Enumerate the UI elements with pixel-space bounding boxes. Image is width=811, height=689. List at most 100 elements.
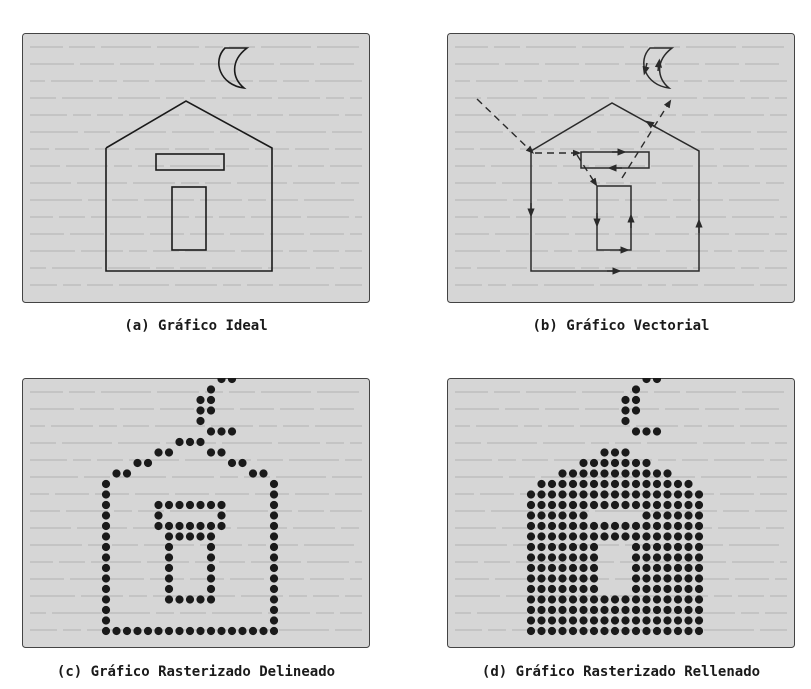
- raster-pixel: [526, 553, 536, 562]
- raster-pixel: [694, 626, 704, 636]
- raster-pixel: [558, 479, 567, 489]
- raster-pixel: [642, 616, 651, 625]
- raster-pixel: [269, 574, 279, 583]
- raster-pixel: [673, 584, 683, 594]
- moon-pixel: [652, 378, 662, 384]
- raster-pixel: [579, 500, 588, 510]
- raster-pixel: [269, 605, 279, 615]
- raster-pixel: [558, 521, 567, 531]
- raster-pixel: [652, 605, 662, 615]
- raster-pixel: [547, 532, 557, 541]
- raster-pixel: [579, 563, 588, 573]
- raster-pixel: [600, 521, 609, 531]
- moon-vector-path: [643, 47, 675, 90]
- raster-pixel: [164, 584, 174, 594]
- raster-pixel: [568, 605, 578, 615]
- raster-pixel: [642, 542, 651, 552]
- raster-pixel: [269, 532, 279, 541]
- raster-pixel: [269, 479, 279, 489]
- raster-pixel: [673, 500, 683, 510]
- raster-pixel: [652, 490, 662, 499]
- raster-pixel: [526, 626, 536, 636]
- raster-pixel: [547, 511, 557, 520]
- raster-pixel: [621, 521, 630, 531]
- raster-pixel: [206, 584, 216, 594]
- raster-pixel: [206, 563, 216, 573]
- raster-pixel: [206, 553, 216, 562]
- crescent-moon-icon: [218, 47, 250, 90]
- raster-pixel: [663, 584, 672, 594]
- raster-pixel: [101, 605, 111, 615]
- raster-pixel: [217, 521, 226, 531]
- raster-pixel: [642, 626, 651, 636]
- raster-pixel: [642, 553, 651, 562]
- raster-pixel: [579, 490, 588, 499]
- raster-pixel: [663, 595, 672, 604]
- raster-pixel: [652, 500, 662, 510]
- raster-pixel: [164, 500, 174, 510]
- panel-background: [22, 33, 370, 303]
- raster-pixel: [568, 584, 578, 594]
- caption-vector: (b) Gráfico Vectorial: [532, 318, 710, 334]
- raster-pixel: [164, 553, 174, 562]
- raster-pixel: [589, 469, 599, 478]
- raster-pixel: [663, 469, 672, 478]
- raster-pixel: [175, 521, 184, 531]
- raster-pixel: [206, 574, 216, 583]
- raster-pixel: [600, 490, 609, 499]
- raster-pixel: [537, 500, 546, 510]
- raster-pixel: [164, 595, 174, 604]
- moon-pixel: [631, 385, 641, 394]
- raster-pixel: [568, 479, 578, 489]
- raster-pixel: [663, 500, 672, 510]
- raster-pixel: [537, 490, 546, 499]
- raster-pixel: [154, 500, 163, 510]
- raster-pixel: [621, 490, 630, 499]
- raster-pixel: [154, 521, 163, 531]
- raster-pixel: [526, 584, 536, 594]
- moon-pixel: [652, 427, 662, 436]
- raster-pixel: [537, 616, 546, 625]
- raster-pixel: [642, 563, 651, 573]
- raster-pixel: [684, 605, 693, 615]
- raster-pixel: [694, 511, 704, 520]
- raster-pixel: [196, 437, 205, 447]
- caption-raster-filled: (d) Gráfico Rasterizado Rellenado: [481, 664, 761, 680]
- raster-pixel: [631, 605, 641, 615]
- raster-pixel: [652, 616, 662, 625]
- raster-pixel: [600, 605, 609, 615]
- raster-pixel: [526, 605, 536, 615]
- raster-pixel: [537, 574, 546, 583]
- raster-pixel: [101, 532, 111, 541]
- raster-pixel: [558, 553, 567, 562]
- raster-pixel: [684, 521, 693, 531]
- arrow-moon-left: [642, 62, 650, 76]
- raster-pixel: [101, 553, 111, 562]
- raster-filled-dots: [526, 378, 704, 636]
- raster-pixel: [684, 584, 693, 594]
- raster-pixel: [642, 532, 651, 541]
- door-rectangle: [171, 186, 207, 251]
- moon-pixel: [621, 406, 630, 415]
- raster-pixel: [547, 563, 557, 573]
- raster-pixel: [642, 511, 651, 520]
- raster-pixel: [589, 584, 599, 594]
- raster-pixel: [663, 553, 672, 562]
- raster-outline-svg: [22, 378, 370, 648]
- raster-pixel: [663, 490, 672, 499]
- raster-pixel: [206, 500, 216, 510]
- raster-pixel: [558, 626, 567, 636]
- raster-pixel: [684, 542, 693, 552]
- page-texture: [30, 391, 362, 631]
- raster-pixel: [663, 532, 672, 541]
- raster-pixel: [631, 595, 641, 604]
- raster-pixel: [684, 563, 693, 573]
- raster-pixel: [694, 595, 704, 604]
- raster-pixel: [558, 511, 567, 520]
- raster-pixel: [206, 542, 216, 552]
- raster-pixel: [673, 532, 683, 541]
- raster-pixel: [206, 448, 216, 457]
- raster-pixel: [547, 479, 557, 489]
- raster-pixel: [526, 490, 536, 499]
- moon-pixel: [621, 416, 630, 426]
